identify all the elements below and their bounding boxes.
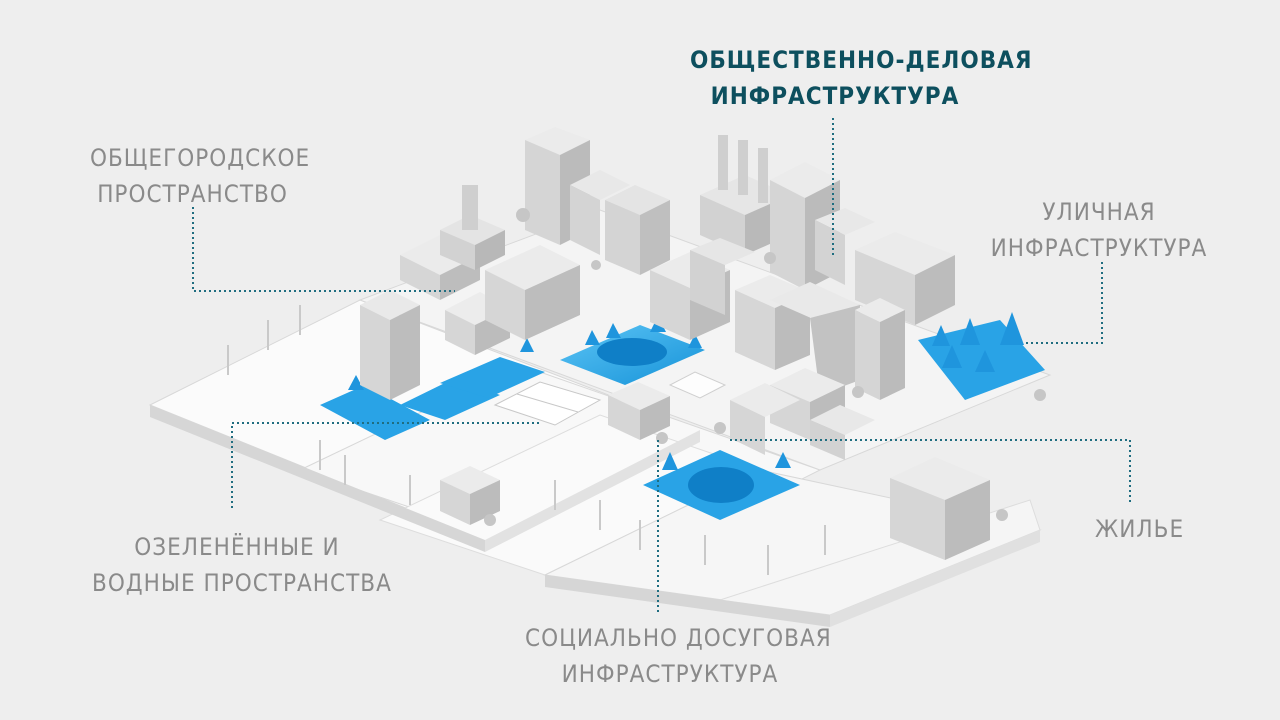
leader-lines — [192, 118, 1131, 612]
label-street-line2: ИНФРАСТРУКТУРА — [990, 234, 1208, 262]
label-street-line1: УЛИЧНАЯ — [1042, 198, 1156, 226]
buildings — [360, 127, 990, 560]
sports-field — [493, 381, 602, 426]
label-business-infrastructure: ОБЩЕСТВЕННО-ДЕЛОВАЯ ИНФРАСТРУКТУРА — [690, 42, 1033, 114]
leader-housing — [730, 439, 1131, 502]
street-lamps — [227, 305, 826, 575]
label-business-line2: ИНФРАСТРУКТУРА — [710, 82, 960, 110]
label-housing-line1: ЖИЛЬЕ — [1095, 515, 1185, 543]
label-social-line1: СОЦИАЛЬНО ДОСУГОВАЯ — [525, 624, 832, 652]
label-citywide-line1: ОБЩЕГОРОДСКОЕ — [90, 144, 311, 172]
label-citywide-space: ОБЩЕГОРОДСКОЕ ПРОСТРАНСТВО — [90, 140, 311, 212]
label-business-line1: ОБЩЕСТВЕННО-ДЕЛОВАЯ — [690, 46, 1033, 74]
blue-trees — [348, 312, 1024, 470]
leader-green — [231, 422, 540, 508]
label-housing: ЖИЛЬЕ — [1095, 511, 1185, 547]
label-green-line1: ОЗЕЛЕНЁННЫЕ И — [134, 533, 340, 561]
label-social-leisure-infrastructure: СОЦИАЛЬНО ДОСУГОВАЯ ИНФРАСТРУКТУРА — [525, 620, 832, 692]
label-green-water-spaces: ОЗЕЛЕНЁННЫЕ И ВОДНЫЕ ПРОСТРАНСТВА — [92, 529, 392, 601]
grey-trees — [484, 208, 1046, 526]
label-street-infrastructure: УЛИЧНАЯ ИНФРАСТРУКТУРА — [990, 194, 1208, 266]
label-social-line2: ИНФРАСТРУКТУРА — [561, 660, 779, 688]
label-green-line2: ВОДНЫЕ ПРОСТРАНСТВА — [92, 569, 392, 597]
leader-street — [1025, 262, 1103, 344]
label-citywide-line2: ПРОСТРАНСТВО — [97, 180, 288, 208]
